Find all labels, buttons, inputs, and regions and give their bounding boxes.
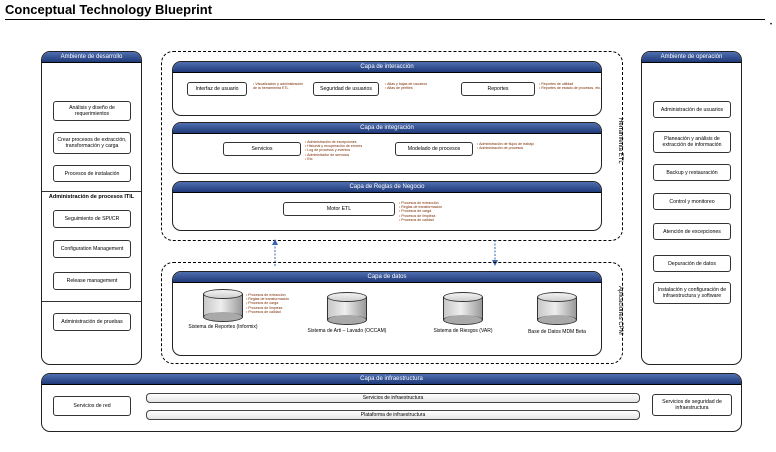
note-item: Visualización y administración de la her… <box>253 82 305 90</box>
test-administration-box[interactable]: Administración de pruebas <box>53 313 131 331</box>
note-item: Administración de excepciones <box>305 140 377 144</box>
spi-cr-tracking-box[interactable]: Seguimiento de SPI/CR <box>53 210 131 228</box>
note-item: Procesos de calidad <box>399 218 469 222</box>
note-item: Procesos de extracción <box>399 201 469 205</box>
data-layer-header: Capa de datos <box>173 272 601 283</box>
process-modeling-box[interactable]: Modelado de procesos <box>395 142 473 156</box>
user-administration-box[interactable]: Administración de usuarios <box>653 101 731 118</box>
requirements-analysis-box[interactable]: Análisis y diseño de requerimientos <box>53 101 131 121</box>
note-item: Procesos de calidad <box>246 310 306 314</box>
backup-restore-box[interactable]: Backup y restauración <box>653 164 731 181</box>
mdm-database-label: Base de Datos MDM Beta <box>528 329 586 335</box>
operations-panel: Ambiente de operación Administración de … <box>641 51 742 365</box>
services-box[interactable]: Servicios <box>223 142 301 156</box>
note-item: Reglas de transformación <box>246 297 306 301</box>
arti-lavado-database-label: Sistema de Arti – Lavado (OCCAM) <box>307 328 387 334</box>
user-interface-box[interactable]: Interfaz de usuario <box>187 82 247 96</box>
etl-tool-group <box>161 51 623 241</box>
itil-header: Administración de procesos ITIL <box>48 194 135 200</box>
note-item: Procesos de carga <box>246 301 306 305</box>
integration-layer: Capa de integración Servicios Administra… <box>172 122 602 174</box>
note-item: Reportes de utilidad <box>539 82 601 86</box>
exception-handling-box[interactable]: Atención de excepciones <box>653 223 731 240</box>
reports-notes: Reportes de utilidad Reportes de estado … <box>539 82 601 90</box>
arrow-down <box>492 240 498 266</box>
interaction-layer: Capa de interacción Interfaz de usuario … <box>172 61 602 116</box>
release-management-box[interactable]: Release management <box>53 272 131 290</box>
arti-lavado-database-icon <box>327 292 367 325</box>
development-panel: Ambiente de desarrollo Análisis y diseño… <box>41 51 142 365</box>
itil-section-bottom <box>42 301 141 302</box>
services-notes: Administración de excepciones Historial … <box>305 140 377 161</box>
cpm-apps-label: Aplicaciones CPM <box>617 286 623 335</box>
corner-mark: • <box>770 22 773 28</box>
note-item: Etc. <box>305 157 377 161</box>
note-item: Log de procesos y eventos <box>305 148 377 152</box>
infrastructure-services-bar[interactable]: Servicios de infraestructura <box>146 393 640 403</box>
process-modeling-notes: Administración de flujos de trabajo Admi… <box>477 142 549 150</box>
risk-database-label: Sistema de Riesgos (VAR) <box>433 328 493 334</box>
page-title: Conceptual Technology Blueprint <box>5 2 213 17</box>
note-item: Procesos de limpieza <box>399 214 469 218</box>
network-services-box[interactable]: Servicios de red <box>53 396 131 416</box>
control-monitoring-box[interactable]: Control y monitoreo <box>653 193 731 210</box>
operations-header: Ambiente de operación <box>642 52 741 63</box>
note-item: Reglas de transformación <box>399 205 469 209</box>
etl-tool-label: Herramienta ETL <box>617 118 623 164</box>
infrastructure-install-box[interactable]: Instalación y configuración de infraestr… <box>653 282 731 304</box>
note-item: Administrador de servicios <box>305 153 377 157</box>
reports-database-label: Sistema de Reportes (Informix) <box>188 324 258 330</box>
infrastructure-security-box[interactable]: Servicios de seguridad de infraestructur… <box>652 394 732 416</box>
note-item: Altas y bajas de usuarios <box>385 82 447 86</box>
business-rules-layer: Capa de Reglas de Negocio Motor ETL Proc… <box>172 181 602 231</box>
extraction-planning-box[interactable]: Planeación y análisis de extracción de i… <box>653 131 731 153</box>
title-rule <box>5 19 765 20</box>
note-item: Administración de flujos de trabajo <box>477 142 549 146</box>
reports-database-notes: Procesos de extracción Reglas de transfo… <box>246 293 306 314</box>
data-cleanup-box[interactable]: Depuración de datos <box>653 255 731 272</box>
cpm-apps-group <box>161 262 623 364</box>
installation-process-box[interactable]: Procesos de instalación <box>53 165 131 182</box>
integration-header: Capa de integración <box>173 123 601 134</box>
reports-database-icon <box>203 289 243 322</box>
note-item: Reportes de estado de procesos, etc. <box>539 86 601 90</box>
configuration-management-box[interactable]: Configuration Management <box>53 240 131 258</box>
etl-process-creation-box[interactable]: Crear procesos de extracción, transforma… <box>53 132 131 154</box>
interaction-header: Capa de interacción <box>173 62 601 73</box>
data-layer: Capa de datos Procesos de extracción Reg… <box>172 271 602 356</box>
note-item: Procesos de extracción <box>246 293 306 297</box>
infrastructure-header: Capa de infraestructura <box>42 374 741 385</box>
note-item: Historial y recuperación de errores <box>305 144 377 148</box>
user-security-notes: Altas y bajas de usuarios Altas de perfi… <box>385 82 447 90</box>
etl-engine-notes: Procesos de extracción Reglas de transfo… <box>399 201 469 222</box>
itil-section-divider <box>42 191 141 192</box>
business-rules-header: Capa de Reglas de Negocio <box>173 182 601 193</box>
note-item: Procesos de limpieza <box>246 306 306 310</box>
mdm-database-icon <box>537 292 577 325</box>
infrastructure-layer: Capa de infraestructura Servicios de red… <box>41 373 742 432</box>
etl-engine-box[interactable]: Motor ETL <box>283 202 395 216</box>
risk-database-icon <box>443 292 483 325</box>
note-item: Procesos de carga <box>399 209 469 213</box>
infrastructure-platform-bar[interactable]: Plataforma de infraestructura <box>146 410 640 420</box>
development-header: Ambiente de desarrollo <box>42 52 141 63</box>
reports-button[interactable]: Reportes <box>461 82 535 96</box>
user-interface-notes: Visualización y administración de la her… <box>253 82 305 90</box>
note-item: Altas de perfiles <box>385 86 447 90</box>
user-security-box[interactable]: Seguridad de usuarios <box>313 82 379 96</box>
note-item: Administración de procesos <box>477 146 549 150</box>
